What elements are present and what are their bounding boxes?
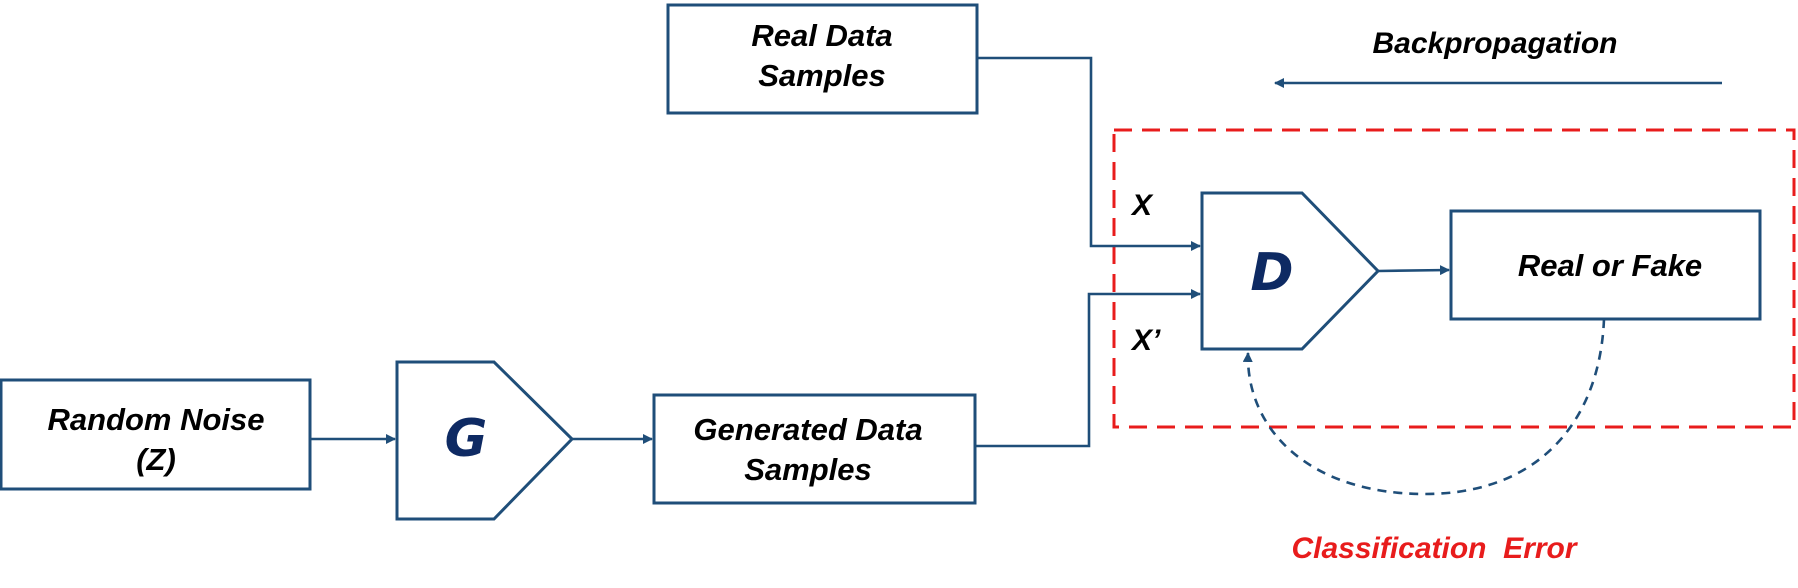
edge-generated-to-discriminator xyxy=(975,289,1201,448)
backprop-label: Backpropagation xyxy=(1372,27,1617,60)
edge-real-to-discriminator xyxy=(977,56,1201,251)
generator-node: G xyxy=(395,360,575,521)
real-samples-label-line2: Samples xyxy=(758,58,886,93)
generator-label: G xyxy=(445,409,488,469)
edge-label-x-prime: X’ xyxy=(1130,324,1161,357)
discriminator-node: D xyxy=(1200,191,1381,351)
real-samples-label-line1: Real Data xyxy=(751,18,892,53)
generated-samples-node: Generated Data Samples xyxy=(652,393,977,505)
error-feedback-arrow xyxy=(1242,318,1606,496)
generated-samples-label-line1: Generated Data xyxy=(693,412,922,447)
edge-label-x: X xyxy=(1130,189,1154,222)
discriminator-label: D xyxy=(1250,243,1293,303)
output-node: Real or Fake xyxy=(1449,209,1762,321)
output-label: Real or Fake xyxy=(1518,248,1702,283)
classification-error-label: Classification Error xyxy=(1291,532,1578,565)
random-noise-label-line1: Random Noise xyxy=(47,402,264,437)
discriminator-region xyxy=(1112,128,1796,429)
generated-samples-label-line2: Samples xyxy=(744,452,872,487)
random-noise-node: Random Noise (Z) xyxy=(0,378,312,491)
real-samples-node: Real Data Samples xyxy=(666,3,979,115)
random-noise-label-line2: (Z) xyxy=(136,442,176,477)
edge-discriminator-to-output xyxy=(1377,265,1450,276)
